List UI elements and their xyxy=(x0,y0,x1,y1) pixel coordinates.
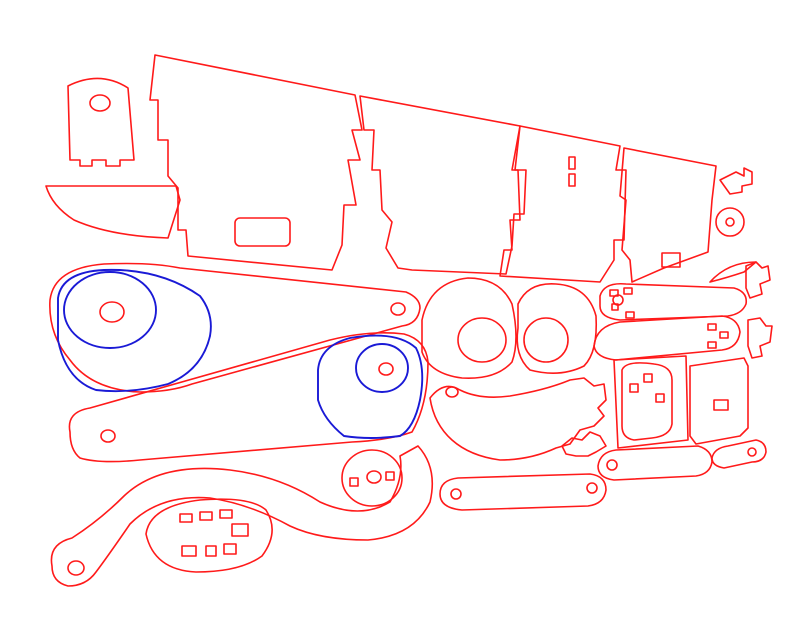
link-middle xyxy=(593,315,741,361)
slot-f xyxy=(205,545,217,557)
long-bar-hole-a xyxy=(450,488,462,500)
slot-a xyxy=(179,513,193,523)
link-upper-slot-b xyxy=(623,287,633,295)
link-middle-slot-c xyxy=(707,341,717,349)
upper-hub-outer xyxy=(63,271,157,349)
slot-g xyxy=(223,543,237,555)
round-plate-hole xyxy=(366,470,382,484)
bar-right-b xyxy=(711,439,767,469)
right-parts xyxy=(439,261,773,511)
tab-right-a xyxy=(745,261,771,299)
upper-arm-engrave xyxy=(57,268,212,393)
upper-arm xyxy=(49,262,421,393)
slot-plate xyxy=(145,498,273,573)
long-bar-hole-b xyxy=(586,482,598,494)
panel-2 xyxy=(359,95,527,275)
center-parts xyxy=(421,277,607,461)
panel-3-slot-a xyxy=(568,156,576,170)
bar-right-a-hole xyxy=(606,459,618,471)
lower-arm-engrave xyxy=(317,334,424,439)
blade-piece xyxy=(45,185,181,239)
tail-piece xyxy=(429,377,607,461)
tab-plate xyxy=(67,77,135,167)
device-box-slot-a xyxy=(629,383,639,393)
eye-right xyxy=(523,317,569,363)
link-upper xyxy=(599,282,748,321)
round-plate-slot-a xyxy=(349,477,359,487)
eye-plate-right xyxy=(516,283,598,374)
slot-e xyxy=(181,545,197,557)
eye-plate-left xyxy=(421,277,517,379)
slot-c xyxy=(219,509,233,519)
lower-hub-outer xyxy=(355,343,409,393)
link-upper-hole xyxy=(612,294,624,306)
lower-arm xyxy=(68,332,429,463)
long-bar xyxy=(439,473,607,511)
s-curve-arm xyxy=(50,445,434,587)
lower-hub-inner xyxy=(378,362,394,376)
link-middle-slot-a xyxy=(707,323,717,331)
small-disc-hole xyxy=(725,217,735,227)
tail-hole xyxy=(445,386,459,398)
main-arms xyxy=(49,262,429,463)
square-box xyxy=(689,357,749,445)
device-box-inner xyxy=(621,362,673,441)
slot-b xyxy=(199,511,213,521)
small-disc xyxy=(715,207,745,237)
slot-d xyxy=(231,523,249,537)
small-tab-part xyxy=(719,167,753,195)
upper-arm-hole xyxy=(390,302,406,316)
device-box-slot-b xyxy=(655,393,665,403)
square-box-slot xyxy=(713,399,729,411)
link-upper-slot-d xyxy=(625,311,635,319)
tab-plate-hole xyxy=(89,94,111,112)
upper-hub-inner xyxy=(99,301,125,323)
panel-4-slot xyxy=(661,252,681,268)
panel-1 xyxy=(149,54,363,271)
panel-4 xyxy=(619,147,717,283)
link-middle-slot-b xyxy=(719,331,729,339)
round-plate-slot-b xyxy=(385,471,395,481)
small-wedge xyxy=(709,261,757,283)
bar-right-b-hole xyxy=(747,447,757,457)
bottom-parts xyxy=(50,445,434,587)
panel-3-slot-b xyxy=(568,173,576,187)
key-piece xyxy=(561,431,607,457)
eye-left xyxy=(457,317,507,363)
panel-1-slot xyxy=(234,217,291,247)
bar-right-a xyxy=(597,445,713,481)
device-box xyxy=(613,355,689,449)
device-box-slot-c xyxy=(643,373,653,383)
s-curve-end-hole xyxy=(67,560,85,576)
lower-arm-hole xyxy=(100,429,116,443)
round-plate xyxy=(341,449,403,507)
panel-3 xyxy=(499,125,627,283)
top-panels xyxy=(45,54,757,283)
tab-right-b xyxy=(747,317,773,359)
